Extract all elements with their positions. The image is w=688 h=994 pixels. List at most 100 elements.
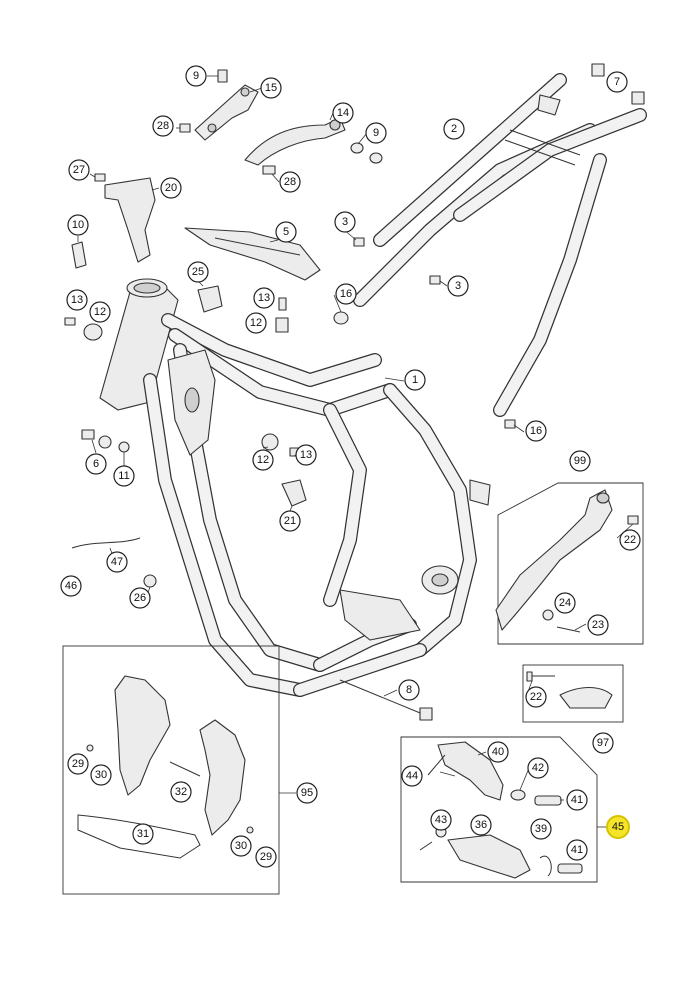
callout-c11: 11 <box>113 465 135 487</box>
chain-guide-5 <box>184 227 321 281</box>
callout-c13a: 13 <box>66 289 88 311</box>
bolt-26 <box>143 574 157 588</box>
group-box-99 <box>495 482 644 645</box>
callout-circle <box>170 781 192 803</box>
callout-c29a: 29 <box>67 753 89 775</box>
callout-layer: 9152814928272720105332513121312161166111… <box>60 65 641 868</box>
callout-circle <box>566 839 588 861</box>
bracket-14 <box>244 117 346 166</box>
bracket-20 <box>104 177 156 263</box>
callout-circle <box>592 732 614 754</box>
callout-circle <box>160 177 182 199</box>
callout-label: 15 <box>265 82 277 94</box>
callout-c46: 46 <box>60 575 82 597</box>
mounting-clip-7 <box>591 63 645 105</box>
callout-label: 30 <box>235 840 247 852</box>
callout-label: 21 <box>284 515 296 527</box>
callout-c43: 43 <box>430 809 452 831</box>
callout-label: 6 <box>93 458 99 470</box>
callout-c6: 6 <box>85 453 107 475</box>
callout-label: 20 <box>165 182 177 194</box>
callout-c13c: 13 <box>295 444 317 466</box>
callout-circle <box>255 846 277 868</box>
callout-label: 39 <box>535 823 547 835</box>
callout-circle <box>132 823 154 845</box>
sub-frame <box>353 73 647 417</box>
callout-circle <box>525 686 547 708</box>
callout-label: 95 <box>301 787 313 799</box>
callout-c99: 99 <box>569 450 591 472</box>
callout-circle <box>252 449 274 471</box>
callout-label: 9 <box>373 127 379 139</box>
callout-label: 28 <box>284 176 296 188</box>
callout-label: 29 <box>260 851 272 863</box>
axle-bolt-8 <box>339 679 433 721</box>
group-box-45 <box>400 736 598 883</box>
callout-circle <box>404 369 426 391</box>
clamp-25 <box>197 285 223 313</box>
callout-circle <box>152 115 174 137</box>
callout-c32: 32 <box>170 781 192 803</box>
callout-circle <box>295 444 317 466</box>
callout-circle <box>470 814 492 836</box>
callout-label: 27 <box>73 164 85 176</box>
callout-circle <box>587 614 609 636</box>
callout-label: 29 <box>72 758 84 770</box>
callout-label: 36 <box>475 819 487 831</box>
callout-c5: 5 <box>275 221 297 243</box>
callout-label: 41 <box>571 844 583 856</box>
callout-label: 13 <box>258 292 270 304</box>
callout-label: 12 <box>257 454 269 466</box>
callout-circle <box>275 221 297 243</box>
callout-c22b: 22 <box>525 686 547 708</box>
callout-circle <box>85 453 107 475</box>
bolt-27 <box>94 173 106 182</box>
callout-label: 3 <box>455 280 461 292</box>
callout-circle <box>401 765 423 787</box>
bolt-28b <box>262 165 276 175</box>
callout-circle <box>296 782 318 804</box>
callout-c20: 20 <box>160 177 182 199</box>
callout-c30b: 30 <box>230 835 252 857</box>
callout-c25: 25 <box>187 261 209 283</box>
callout-c23: 23 <box>587 614 609 636</box>
cable-47 <box>71 537 141 549</box>
callout-circle <box>68 159 90 181</box>
callout-label: 46 <box>65 580 77 592</box>
clamp-21 <box>281 479 307 507</box>
callout-circle <box>279 510 301 532</box>
callout-label: 1 <box>412 374 418 386</box>
callout-label: 16 <box>530 425 542 437</box>
callout-label: 12 <box>250 317 262 329</box>
callout-label: 23 <box>592 619 604 631</box>
group-box-97 <box>522 664 624 723</box>
callout-c95: 95 <box>296 782 318 804</box>
callout-c31: 31 <box>132 823 154 845</box>
main-frame <box>99 278 491 697</box>
callout-circle <box>487 741 509 763</box>
callout-label: 32 <box>175 786 187 798</box>
nut-9b <box>350 142 383 164</box>
bolt-3a <box>353 237 365 247</box>
callout-circle <box>554 592 576 614</box>
callout-circle <box>566 789 588 811</box>
callout-c26: 26 <box>129 587 151 609</box>
callout-label: 26 <box>134 592 146 604</box>
bushing-12a <box>83 323 103 341</box>
callout-circle <box>113 465 135 487</box>
callout-label: 14 <box>337 107 349 119</box>
callout-c27: 27 <box>68 159 90 181</box>
callout-circle <box>185 65 207 87</box>
callout-c44: 44 <box>401 765 423 787</box>
callout-circle <box>89 301 111 323</box>
callout-circle <box>60 575 82 597</box>
bolt-28a <box>179 123 191 133</box>
callout-c42: 42 <box>527 757 549 779</box>
callout-c39: 39 <box>530 818 552 840</box>
callout-circle <box>334 211 356 233</box>
nut-11 <box>118 441 130 453</box>
callout-circle <box>260 77 282 99</box>
callout-c1: 1 <box>404 369 426 391</box>
callout-label: 16 <box>340 288 352 300</box>
callout-circle <box>443 118 465 140</box>
